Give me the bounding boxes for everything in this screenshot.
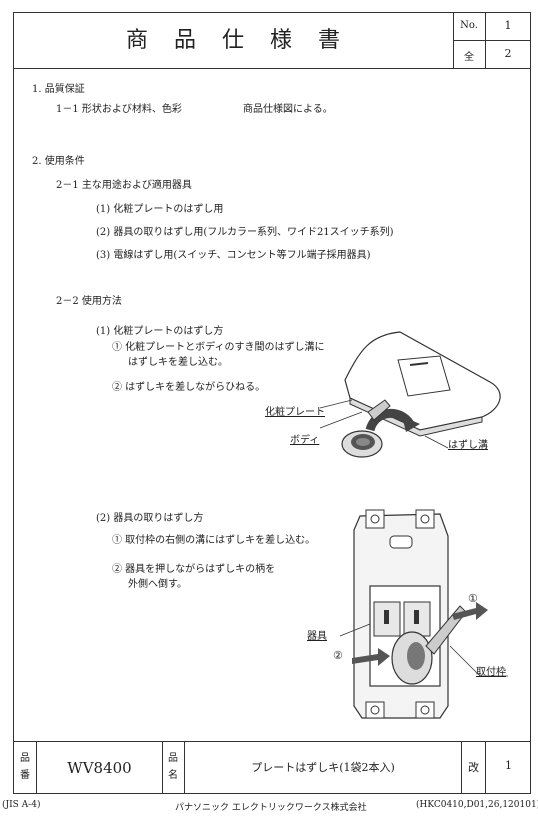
procedure-2-step-2-cont: 外側へ倒す。 xyxy=(128,579,187,590)
header-divider xyxy=(13,68,531,69)
no-label: No. xyxy=(460,20,478,31)
footer-table-top xyxy=(13,741,531,742)
procedure-2-title: (2) 器具の取りはずし方 xyxy=(96,513,204,524)
arrow-1 xyxy=(452,602,488,620)
document-code: (HKC0410,D01,26,120101) xyxy=(416,800,538,810)
procedure-2-step-1: ① 取付枠の右側の溝にはずしキを差し込む。 xyxy=(112,535,316,546)
usage-item: (1) 化粧プレートのはずし用 xyxy=(96,204,224,215)
section-2-1-heading: 2－1 主な用途および適用器具 xyxy=(56,180,192,191)
section-1-heading: 1. 品質保証 xyxy=(32,84,85,95)
key-shape xyxy=(367,399,391,421)
label-mounting-frame: 取付枠 xyxy=(476,667,506,678)
section-2-heading: 2. 使用条件 xyxy=(32,156,85,167)
procedure-1-title: (1) 化粧プレートのはずし方 xyxy=(96,326,224,337)
part-name: プレートはずしキ(1袋2本入) xyxy=(251,761,395,774)
hinmei-label: 品名 xyxy=(168,753,178,781)
section-1-1-value: 商品仕様図による。 xyxy=(243,104,333,115)
label-body: ボディ xyxy=(290,435,320,446)
label-device: 器具 xyxy=(307,631,327,642)
total-label: 全 xyxy=(464,52,474,63)
procedure-1-step-2: ② はずしキを差しながらひねる。 xyxy=(112,382,266,393)
footer-vdivider xyxy=(485,741,486,794)
label-num-2: ② xyxy=(333,649,343,662)
footer-vdivider xyxy=(184,741,185,794)
no-value: 1 xyxy=(504,19,512,32)
label-num-1: ① xyxy=(468,592,478,605)
usage-item: (2) 器具の取りはずし用(フルカラー系列、ワイド21スイッチ系列) xyxy=(96,227,394,238)
page-title: 商品仕様書 xyxy=(125,28,366,53)
plate-body-edge xyxy=(349,397,483,437)
total-value: 2 xyxy=(504,47,512,60)
arrow-2 xyxy=(352,648,390,666)
footer-vdivider xyxy=(461,741,462,794)
revision-label: 改 xyxy=(468,761,479,774)
usage-item: (3) 電線はずし用(スイッチ、コンセント等フル端子採用器具) xyxy=(96,250,371,261)
plate-shape xyxy=(344,331,501,431)
plate-removal-figure xyxy=(319,331,501,458)
company-name: パナソニック エレクトリックワークス株式会社 xyxy=(175,803,367,813)
procedure-2-step-2: ② 器具を押しながらはずしキの柄を xyxy=(112,564,276,575)
section-2-2-heading: 2－2 使用方法 xyxy=(56,296,122,307)
procedure-1-step-1-cont: はずしキを差し込む。 xyxy=(128,357,228,368)
section-1-1-heading: 1－1 形状および材料、色彩 xyxy=(56,104,182,115)
label-groove: はずし溝 xyxy=(448,440,488,451)
jis-size: (JIS A-4) xyxy=(2,800,41,810)
hinban-label: 品番 xyxy=(20,753,30,781)
revision-value: 1 xyxy=(505,759,512,772)
plate-window xyxy=(397,355,451,397)
footer-vdivider xyxy=(162,741,163,794)
footer-vdivider xyxy=(36,741,37,794)
procedure-1-step-1: ① 化粧プレートとボディのすき間のはずし溝に xyxy=(112,342,325,353)
label-plate: 化粧プレート xyxy=(265,407,325,418)
part-number: WV8400 xyxy=(67,759,132,777)
header-no-divider xyxy=(453,40,531,41)
device-removal-figure xyxy=(339,509,508,719)
document-frame xyxy=(13,12,531,794)
